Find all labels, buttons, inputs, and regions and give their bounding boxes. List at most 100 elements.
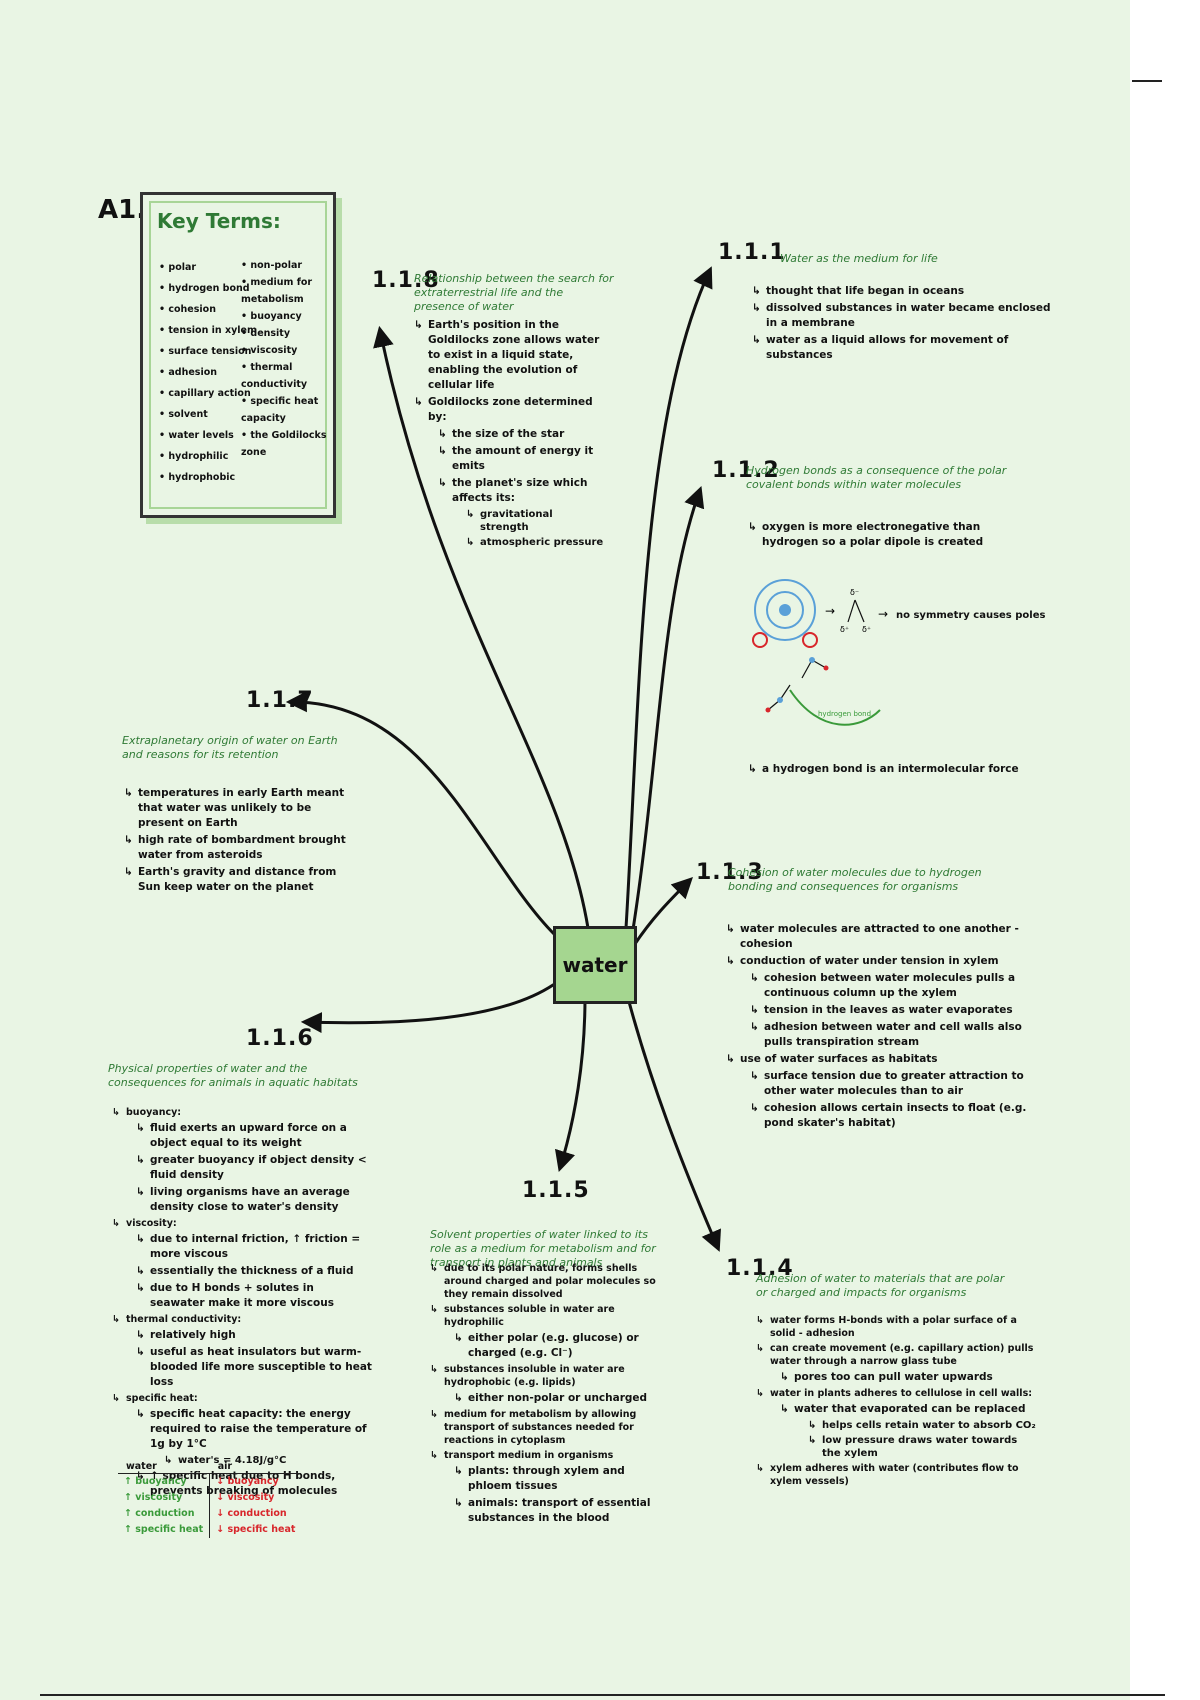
section-1-1-4-code: 1.1.4	[726, 1256, 794, 1281]
section-1-1-7-code: 1.1.7	[246, 688, 314, 713]
key-term: non-polar	[241, 257, 327, 274]
sub-point: adhesion between water and cell walls al…	[750, 1020, 1036, 1050]
key-term: viscosity	[241, 342, 327, 359]
section-1-1-2-body-2: a hydrogen bond is an intermolecular for…	[748, 762, 1028, 779]
hydrogen-bond-label: hydrogen bond	[818, 710, 872, 718]
sub-point: living organisms have an average density…	[136, 1185, 372, 1215]
point: viscosity: due to internal friction, ↑ f…	[112, 1217, 372, 1311]
svg-text:δ⁻: δ⁻	[850, 588, 859, 597]
section-1-1-6-title: Physical properties of water and the con…	[108, 1062, 358, 1089]
point: substances soluble in water are hydrophi…	[430, 1303, 670, 1361]
sub-point: the amount of energy it emits	[438, 444, 604, 474]
point: medium for metabolism by allowing transp…	[430, 1408, 670, 1447]
corner-dash	[1132, 80, 1162, 82]
key-term: surface tension	[159, 341, 257, 362]
key-terms-title: Key Terms:	[157, 209, 281, 233]
point: buoyancy: fluid exerts an upward force o…	[112, 1106, 372, 1215]
branch-1-1-1	[624, 266, 713, 930]
point: water molecules are attracted to one ano…	[726, 922, 1036, 952]
key-term: water levels	[159, 425, 257, 446]
point: substances insoluble in water are hydrop…	[430, 1363, 670, 1406]
center-node-water: water	[553, 926, 637, 1004]
key-term: adhesion	[159, 362, 257, 383]
sub-sub-point: low pressure draws water towards the xyl…	[808, 1434, 1036, 1460]
sub-point: surface tension due to greater attractio…	[750, 1069, 1036, 1099]
section-1-1-1-code: 1.1.1	[718, 240, 786, 265]
section-1-1-8-body: Earth's position in the Goldilocks zone …	[414, 318, 604, 551]
water-vs-air-table: water air ↑ buoyancy ↓ buoyancy ↑ viscos…	[118, 1460, 302, 1538]
sub-point: the planet's size which affects its: gra…	[438, 476, 604, 549]
point: use of water surfaces as habitats surfac…	[726, 1052, 1036, 1131]
point: temperatures in early Earth meant that w…	[124, 786, 354, 831]
bottom-rule	[40, 1694, 1165, 1696]
key-terms-box: Key Terms: polar hydrogen bond cohesion …	[140, 192, 336, 518]
point: a hydrogen bond is an intermolecular for…	[748, 762, 1028, 777]
sub-point: specific heat capacity: the energy requi…	[136, 1407, 372, 1467]
sub-point: greater buoyancy if object density < flu…	[136, 1153, 372, 1183]
key-terms-col2: non-polar medium for metabolism buoyancy…	[241, 257, 327, 461]
sub-sub-point: gravitational strength	[466, 508, 604, 534]
sub-point: water that evaporated can be replaced he…	[780, 1402, 1036, 1460]
mind-map-connectors	[285, 266, 721, 1252]
point: xylem adheres with water (contributes fl…	[756, 1462, 1036, 1488]
table-row: ↑ conduction ↓ conduction	[118, 1506, 301, 1522]
point: transport medium in organisms plants: th…	[430, 1449, 670, 1526]
svg-text:→: →	[825, 604, 835, 618]
key-term: density	[241, 325, 327, 342]
section-1-1-8-title: Relationship between the search for extr…	[414, 272, 614, 313]
table-row: ↑ buoyancy ↓ buoyancy	[118, 1473, 301, 1490]
section-1-1-2-code: 1.1.2	[712, 458, 780, 483]
key-terms-col1: polar hydrogen bond cohesion tension in …	[159, 257, 257, 488]
key-term: buoyancy	[241, 308, 327, 325]
key-term: specific heat capacity	[241, 393, 327, 427]
sub-point: tension in the leaves as water evaporate…	[750, 1003, 1036, 1018]
section-1-1-1-body: thought that life began in oceans dissol…	[752, 284, 1052, 365]
branch-1-1-5	[554, 996, 587, 1173]
section-1-1-2-body: oxygen is more electronegative than hydr…	[748, 520, 1028, 552]
point: dissolved substances in water became enc…	[752, 301, 1052, 331]
sub-point: either polar (e.g. glucose) or charged (…	[454, 1331, 670, 1361]
key-term: hydrophilic	[159, 446, 257, 467]
sub-point: relatively high	[136, 1328, 372, 1343]
sub-point: due to H bonds + solutes in seawater mak…	[136, 1281, 372, 1311]
sub-point: either non-polar or uncharged	[454, 1391, 670, 1406]
branch-1-1-4	[626, 996, 721, 1252]
table-row: ↑ specific heat ↓ specific heat	[118, 1522, 301, 1538]
key-term: thermal conductivity	[241, 359, 327, 393]
point: Earth's gravity and distance from Sun ke…	[124, 865, 354, 895]
point: thermal conductivity: relatively high us…	[112, 1313, 372, 1390]
section-1-1-5-code: 1.1.5	[522, 1178, 590, 1203]
sub-point: useful as heat insulators but warm-blood…	[136, 1345, 372, 1390]
key-term: polar	[159, 257, 257, 278]
sub-point: pores too can pull water upwards	[780, 1370, 1036, 1385]
sub-point: cohesion between water molecules pulls a…	[750, 971, 1036, 1001]
section-1-1-2-title: Hydrogen bonds as a consequence of the p…	[746, 464, 1007, 491]
section-1-1-3-body: water molecules are attracted to one ano…	[726, 922, 1036, 1133]
point: high rate of bombardment brought water f…	[124, 833, 354, 863]
section-1-1-3-title: Cohesion of water molecules due to hydro…	[728, 866, 982, 893]
section-1-1-3-code: 1.1.3	[696, 860, 764, 885]
section-1-1-4-body: water forms H-bonds with a polar surface…	[756, 1314, 1036, 1490]
svg-text:→: →	[878, 607, 888, 621]
table-row: ↑ viscosity ↓ viscosity	[118, 1490, 301, 1506]
svg-text:δ⁺: δ⁺	[862, 625, 871, 634]
sub-point: plants: through xylem and phloem tissues	[454, 1464, 670, 1494]
branch-1-1-7	[285, 691, 557, 937]
key-term: capillary action	[159, 383, 257, 404]
branch-1-1-8	[373, 325, 590, 930]
diagram-note: no symmetry causes poles	[896, 610, 1046, 621]
section-1-1-1-title: Water as the medium for life	[780, 252, 938, 265]
sub-sub-point: helps cells retain water to absorb CO₂	[808, 1419, 1036, 1432]
section-1-1-6-body: buoyancy: fluid exerts an upward force o…	[112, 1106, 372, 1501]
point: Goldilocks zone determined by: the size …	[414, 395, 604, 549]
branch-1-1-2	[630, 486, 705, 938]
water-molecule-diagram: → δ⁻ δ⁺ δ⁺ →	[752, 579, 888, 726]
table-header-air: air	[209, 1460, 302, 1474]
point: water as a liquid allows for movement of…	[752, 333, 1052, 363]
section-1-1-5-body: due to its polar nature, forms shells ar…	[430, 1262, 670, 1528]
key-term: solvent	[159, 404, 257, 425]
sub-sub-point: atmospheric pressure	[466, 536, 604, 549]
point: water forms H-bonds with a polar surface…	[756, 1314, 1036, 1340]
point: Earth's position in the Goldilocks zone …	[414, 318, 604, 393]
point: can create movement (e.g. capillary acti…	[756, 1342, 1036, 1385]
